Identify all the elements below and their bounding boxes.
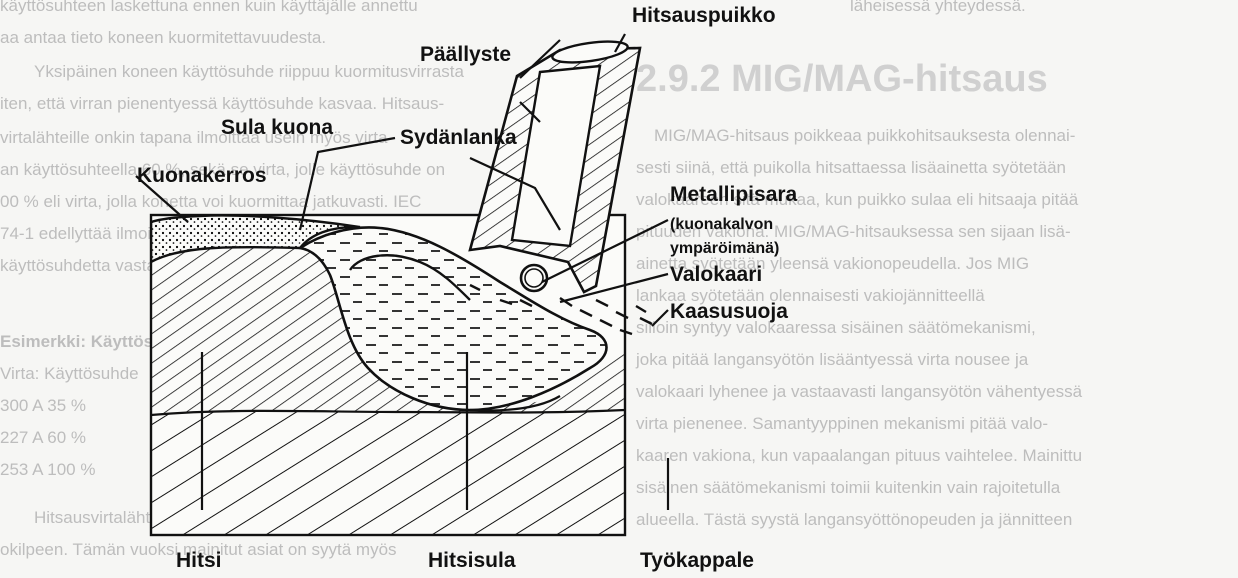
workpiece xyxy=(151,215,625,535)
right-line: alueella. Tästä syystä langansyöttönopeu… xyxy=(636,510,1073,529)
example-line: 253 A 100 % xyxy=(0,460,96,479)
right-line: valokaareen sitä mukaa, kun puikko sulaa… xyxy=(636,190,1079,209)
right-line: ainetta syötetään yleensä vakionopeudell… xyxy=(636,254,1030,273)
leader-lines xyxy=(135,33,670,510)
right-line: lankaa syötetään olennaisesti vakiojänni… xyxy=(636,286,985,305)
example-line: Virta: Käyttösuhde xyxy=(0,364,139,383)
arc-and-shield-marks xyxy=(469,283,653,336)
label-kuonakalvon: (kuonakalvon xyxy=(670,216,773,233)
top-right-line: läheisessä yhteydessä. xyxy=(850,0,1026,15)
example-line: 227 A 60 % xyxy=(0,428,87,447)
label-paallyste: Päällyste xyxy=(420,43,511,66)
label-valokaari: Valokaari xyxy=(670,263,762,286)
left-line: käyttösuhteen laskettuna ennen kuin käyt… xyxy=(0,0,418,15)
label-hitsauspuikko: Hitsauspuikko xyxy=(632,4,776,27)
core-wire xyxy=(510,64,602,248)
left-line: 00 % eli virta, jolla konetta voi kuormi… xyxy=(0,192,422,211)
label-kuonakerros: Kuonakerros xyxy=(137,164,267,187)
label-sula-kuona: Sula kuona xyxy=(221,116,333,139)
right-line: silloin syntyy valokaaressa sisäinen sää… xyxy=(636,318,1036,337)
left-line: iten, että virran pienentyessä käyttösuh… xyxy=(0,94,445,113)
label-hitsi: Hitsi xyxy=(176,549,222,572)
diagram-frame xyxy=(149,213,627,537)
left-line: virtalähteille onkin tapana ilmoittaa us… xyxy=(0,128,388,147)
label-metallipisara: Metallipisara xyxy=(670,183,798,206)
example-line: 300 A 35 % xyxy=(0,396,87,415)
left-line: Yksipäinen koneen käyttösuhde riippuu ku… xyxy=(34,62,464,81)
label-hitsisula: Hitsisula xyxy=(428,549,516,572)
left-line: an käyttösuhteella 60 %, sekä se virta, … xyxy=(0,160,446,179)
right-line: MIG/MAG-hitsaus poikkeaa puikkohitsaukse… xyxy=(654,126,1076,145)
label-kaasusuoja: Kaasusuoja xyxy=(670,300,788,323)
right-line: sisäinen säätömekanismi toimii kuitenkin… xyxy=(636,478,1061,497)
right-line: virta pienenee. Samantyyppinen mekanismi… xyxy=(636,414,1049,433)
label-sydanlanka: Sydänlanka xyxy=(400,126,517,149)
left-line: aa antaa tieto koneen kuormitettavuudest… xyxy=(0,28,327,47)
label-ymparoimana: ympäröimänä) xyxy=(670,240,779,257)
weld-bead xyxy=(151,245,625,415)
right-line: valokaari lyhenee ja vastaavasti langans… xyxy=(636,382,1083,401)
example-line: Esimerkki: Käyttösuhde xyxy=(0,332,194,351)
bottom-left-line: okilpeen. Tämän vuoksi mainitut asiat on… xyxy=(0,540,397,559)
label-tyokappale: Työkappale xyxy=(640,549,754,572)
right-line: pituuden vakiona. MIG/MAG-hitsauksessa s… xyxy=(636,222,1071,241)
electrode xyxy=(468,40,642,294)
right-line: sesti siinä, että puikolla hitsattaessa … xyxy=(636,158,1066,177)
right-line: kaaren vakiona, kun vapaalangan pituus v… xyxy=(636,446,1083,465)
section-heading: 2.9.2 MIG/MAG-hitsaus xyxy=(636,58,1048,100)
right-line: joka pitää langansyötön lisääntyessä vir… xyxy=(636,350,1029,369)
